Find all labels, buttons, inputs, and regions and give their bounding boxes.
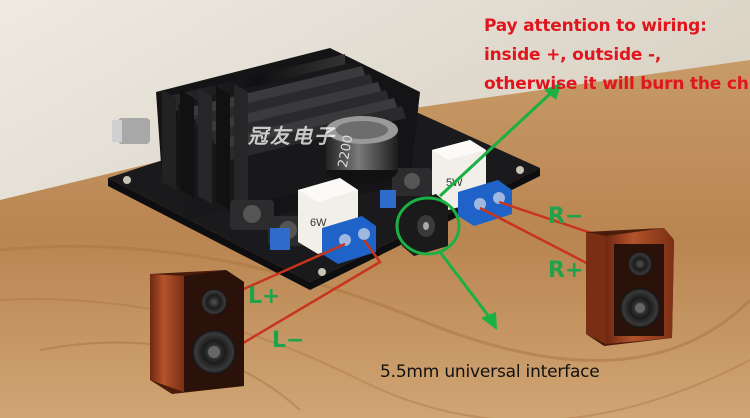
wire-r-minus	[498, 200, 601, 238]
wiring-warning: Pay attention to wiring: inside +, outsi…	[484, 12, 750, 99]
right-tweeter	[628, 252, 652, 276]
wiring-warning-line-2: inside +, outside -,	[484, 45, 662, 65]
heatsink	[156, 48, 420, 222]
left-speaker	[150, 270, 244, 394]
terminal-block-right	[458, 180, 512, 226]
watermark-text: 冠友电子	[248, 124, 336, 148]
right-speaker	[586, 228, 674, 346]
label-r-minus: R−	[548, 204, 584, 229]
electrolytic-capacitor	[326, 116, 398, 184]
jack-caption: 5.5mm universal interface	[380, 362, 600, 382]
label-l-minus: L−	[272, 328, 305, 353]
dc-jack-highlight-circle	[395, 196, 461, 256]
resistor-left-marking: 6W	[310, 217, 327, 229]
label-r-plus: R+	[548, 258, 584, 283]
left-tweeter	[201, 289, 227, 315]
wiring-warning-line-1: Pay attention to wiring:	[484, 16, 707, 36]
arrow-to-warning	[438, 90, 554, 198]
terminal-block-left	[322, 216, 376, 264]
wiring-warning-line-3: otherwise it will burn the chip!	[484, 74, 750, 94]
label-l-plus: L+	[248, 284, 281, 309]
arrow-to-caption	[438, 251, 492, 319]
dc-jack	[402, 194, 448, 256]
capacitor-marking: 2200	[336, 134, 357, 169]
